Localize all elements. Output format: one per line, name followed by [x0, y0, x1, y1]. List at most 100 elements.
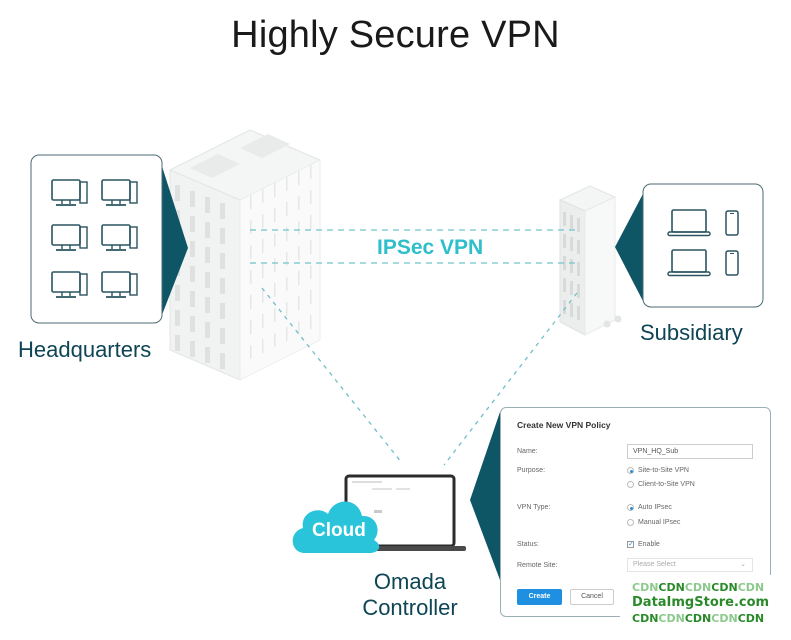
radio-unselected-icon[interactable]	[627, 481, 634, 488]
create-button[interactable]: Create	[517, 589, 562, 605]
wm-seg: CDN	[632, 612, 659, 625]
window	[286, 202, 288, 216]
purpose-option-site-to-site[interactable]: Site-to-Site VPN	[627, 467, 689, 474]
window	[298, 221, 300, 235]
window	[274, 208, 276, 222]
subsidiary-building	[558, 185, 622, 336]
purpose-option-client-to-site[interactable]: Client-to-Site VPN	[627, 481, 695, 488]
checkbox-checked-icon[interactable]: ✓	[627, 541, 634, 548]
remote-site-select[interactable]: Please Select ⌄	[627, 558, 753, 572]
desktop-icon	[101, 271, 138, 298]
laptop-icon	[667, 209, 711, 237]
window	[570, 281, 573, 295]
window	[310, 290, 312, 304]
option-label: Manual IPsec	[638, 519, 681, 526]
window	[286, 302, 288, 316]
window	[205, 272, 210, 288]
checkbox-label: Enable	[638, 541, 660, 548]
phone-icon	[725, 210, 739, 236]
window	[577, 262, 580, 276]
wm-seg: CDN	[737, 612, 765, 625]
window	[220, 278, 225, 294]
select-placeholder: Please Select	[633, 561, 676, 568]
window	[175, 185, 180, 201]
window	[577, 240, 580, 254]
window	[298, 246, 300, 260]
window	[175, 285, 180, 301]
name-label: Name:	[517, 448, 538, 455]
window	[570, 259, 573, 273]
radio-unselected-icon[interactable]	[627, 519, 634, 526]
omada-controller-label: Omada Controller	[340, 569, 480, 621]
window	[220, 228, 225, 244]
window	[310, 315, 312, 329]
name-input[interactable]: VPN_HQ_Sub	[627, 444, 753, 459]
window	[298, 296, 300, 310]
window	[577, 218, 580, 232]
window	[298, 196, 300, 210]
window	[250, 345, 252, 359]
window	[220, 328, 225, 344]
window	[190, 341, 195, 357]
remote-site-label: Remote Site:	[517, 562, 558, 569]
radio-selected-icon[interactable]	[627, 467, 634, 474]
ipsec-vpn-label: IPSec VPN	[377, 236, 484, 259]
controller-link-hq	[261, 287, 403, 464]
wm-seg: CDN	[737, 581, 765, 594]
phone-icon	[725, 250, 739, 276]
window	[190, 291, 195, 307]
headquarters-device-panel	[30, 154, 188, 324]
desktop-icon	[51, 179, 88, 206]
window	[250, 270, 252, 284]
window	[563, 212, 566, 226]
window	[205, 247, 210, 263]
window	[286, 177, 288, 191]
window	[286, 227, 288, 241]
watermark-line-1: CDNCDNCDNCDNCDN	[632, 581, 764, 594]
radio-selected-icon[interactable]	[627, 504, 634, 511]
window	[262, 339, 264, 353]
wm-seg: CDN	[684, 612, 712, 625]
status-enable-checkbox[interactable]: ✓ Enable	[627, 541, 660, 548]
window	[286, 252, 288, 266]
window	[262, 214, 264, 228]
window	[274, 308, 276, 322]
cancel-button[interactable]: Cancel	[570, 589, 614, 605]
window	[563, 256, 566, 270]
window	[250, 195, 252, 209]
window	[250, 220, 252, 234]
desktop-icon	[51, 271, 88, 298]
window	[250, 320, 252, 334]
headquarters-building	[168, 129, 322, 381]
window	[286, 277, 288, 291]
window	[220, 303, 225, 319]
window	[175, 335, 180, 351]
option-label: Client-to-Site VPN	[638, 481, 695, 488]
vpn-type-option-auto[interactable]: Auto IPsec	[627, 504, 672, 511]
desktop-icon	[101, 224, 138, 251]
window	[175, 310, 180, 326]
window	[310, 265, 312, 279]
wm-seg: CDN	[711, 581, 738, 594]
window	[274, 183, 276, 197]
window	[220, 253, 225, 269]
omada-controller-line2: Controller	[362, 595, 458, 620]
window	[262, 289, 264, 303]
wm-seg: CDN	[658, 612, 685, 625]
window	[563, 234, 566, 248]
vpn-type-option-manual[interactable]: Manual IPsec	[627, 519, 680, 526]
wm-seg: CDN	[658, 581, 685, 594]
window	[570, 215, 573, 229]
window	[310, 190, 312, 204]
window	[205, 297, 210, 313]
headquarters-label: Headquarters	[18, 337, 152, 362]
wm-seg: CDN	[684, 581, 712, 594]
chevron-down-icon: ⌄	[740, 561, 746, 568]
window	[190, 316, 195, 332]
subsidiary-device-panel	[615, 183, 764, 308]
laptop-icon	[667, 249, 711, 277]
window	[205, 347, 210, 363]
window	[250, 295, 252, 309]
watermark-line-2: DataImgStore.com	[632, 595, 770, 610]
